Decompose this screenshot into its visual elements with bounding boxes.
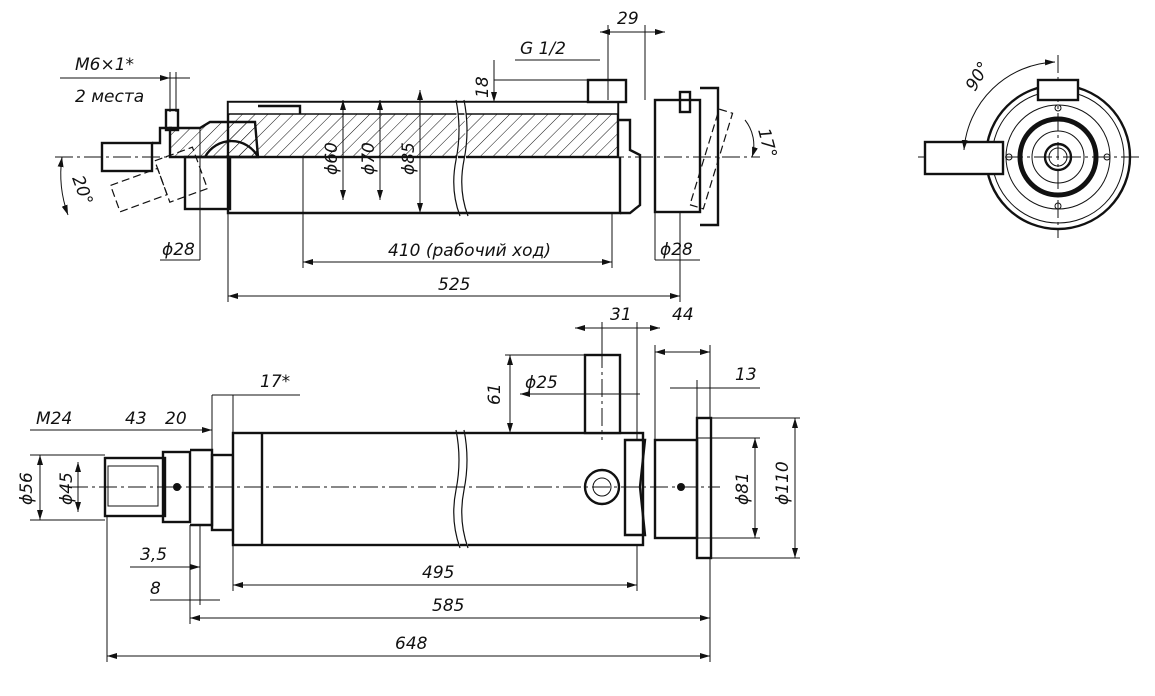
gap-label: 17*: [260, 372, 290, 392]
left-angle-label: 20°: [67, 173, 96, 208]
length-585-label: 585: [432, 596, 464, 616]
left-fitting: [100, 141, 154, 173]
stroke-label: 410 (рабочий ход): [388, 241, 551, 261]
port-diameter-label: ϕ25: [525, 373, 558, 393]
flange-thickness-label: 13: [735, 365, 757, 385]
thread-length-label: 43: [125, 409, 147, 429]
left-pin-diameter-label: ϕ28: [162, 240, 195, 260]
inner-diameter-label: ϕ70: [359, 142, 379, 175]
right-angle-label: 17°: [753, 126, 780, 160]
port-boss: [586, 78, 628, 104]
offset-small-label: 3,5: [140, 545, 167, 565]
cylinder-body: [231, 431, 645, 547]
port-thread-label: G 1/2: [520, 39, 566, 59]
end-view: 90°: [918, 55, 1140, 238]
length-648-label: 648: [395, 634, 428, 654]
top-section-view: M6×1* 2 места G 1/2 29 18 ϕ60 ϕ70 ϕ85 20…: [55, 9, 780, 302]
rod-thread-label: M24: [36, 409, 72, 429]
outer-diameter-label: ϕ85: [399, 142, 419, 175]
thread-note-count: 2 места: [75, 87, 144, 107]
end-angle-label: 90°: [962, 58, 994, 94]
length-495-label: 495: [422, 563, 454, 583]
port-height-label: 18: [473, 76, 493, 98]
port-boss-end: [1036, 78, 1080, 102]
side-view: 44 31 13 17* 61 ϕ25 M24 43 20 ϕ56 ϕ45 3,…: [17, 305, 800, 662]
flange-inner-label: ϕ81: [733, 472, 753, 505]
offset-8-label: 8: [150, 579, 161, 599]
rod-end-inner-label: ϕ45: [57, 472, 77, 505]
body-length-label: 525: [438, 275, 470, 295]
flange-length-label: 44: [672, 305, 694, 325]
flange-outer-label: ϕ110: [773, 461, 793, 505]
port-fitting: [583, 468, 621, 506]
rod-end-outer-label: ϕ56: [17, 472, 37, 505]
port-offset-label: 29: [617, 9, 639, 29]
thread-note: M6×1*: [75, 55, 134, 75]
collar-length-label: 20: [165, 409, 187, 429]
rod-diameter-label: ϕ60: [322, 142, 342, 175]
right-pin-diameter-label: ϕ28: [660, 240, 693, 260]
port-offset-label: 31: [610, 305, 632, 325]
port-height-label-side: 61: [485, 383, 505, 405]
